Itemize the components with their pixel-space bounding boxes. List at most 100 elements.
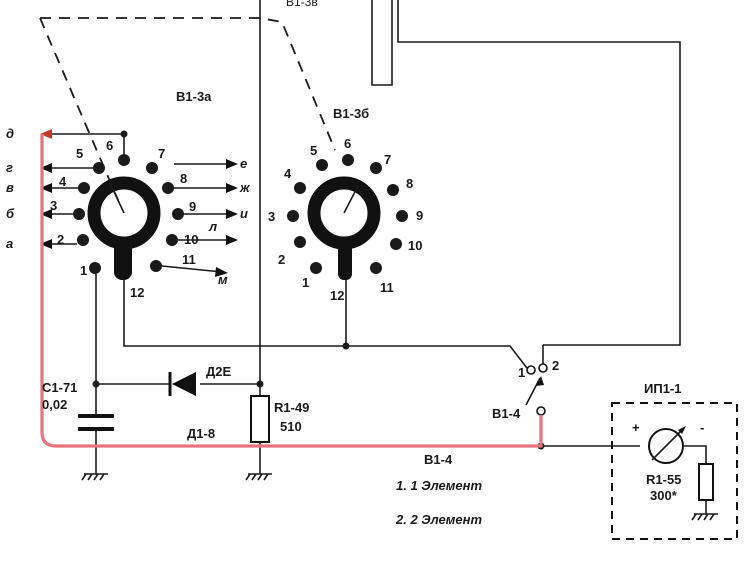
meter-dashed-border <box>611 402 738 540</box>
switch-a-pin-11: 11 <box>182 252 196 267</box>
switch-a-pin-3: 3 <box>50 198 57 213</box>
meter-needle <box>651 429 683 461</box>
switch-a-contacts <box>73 154 184 274</box>
switch-b14-common <box>536 406 546 416</box>
switch-b-contact-5 <box>316 159 328 171</box>
mechanical-linkage <box>39 17 336 201</box>
switch-a-label: B1-3a <box>176 89 212 104</box>
switch-b-pin-11: 11 <box>380 280 394 295</box>
output-label-m: м <box>218 272 228 287</box>
meter-resistor-name: R1-55 <box>646 472 681 487</box>
ground-meter <box>691 513 718 521</box>
switch-b-label: B1-3б <box>333 106 369 121</box>
switch-b-contact-10 <box>390 238 402 250</box>
switch-b-contact-1 <box>310 262 322 274</box>
arrow-out-a <box>40 239 52 249</box>
ground-res <box>245 473 272 481</box>
switch-b14-arrow <box>536 376 544 386</box>
arrow-out-b <box>40 209 52 219</box>
switch-a-pin-4: 4 <box>59 174 67 189</box>
output-label-b: б <box>6 206 15 221</box>
switch-b14-contact-2 <box>538 363 548 373</box>
output-label-l: л <box>208 219 217 234</box>
switch-b-pin-10: 10 <box>408 238 422 253</box>
note-1: 1. 1 Элемент <box>396 478 482 493</box>
switch-b-common-contact <box>338 238 352 280</box>
capacitor-name: C1-71 <box>42 380 77 395</box>
switch-b-contact-3 <box>287 210 299 222</box>
resistor-body <box>250 395 270 443</box>
note-2: 2. 2 Элемент <box>395 512 482 527</box>
switch-b-contact-6 <box>342 154 354 166</box>
meter-minus: - <box>700 420 704 435</box>
switch-b-contacts <box>287 154 408 274</box>
switch-a-pin-2: 2 <box>57 232 64 247</box>
right-output-arrows: е ж и л м <box>161 156 251 287</box>
diode-name: Д2Е <box>206 364 231 379</box>
arrow-out-e <box>226 159 238 169</box>
switch-b-pin-6: 6 <box>344 136 351 151</box>
switch-b-pin-8: 8 <box>406 176 413 191</box>
switch-a-contact-7 <box>146 162 158 174</box>
switch-a-pin-1: 1 <box>80 263 87 278</box>
capacitor-plate-top <box>78 414 114 418</box>
switch-b-pin-2: 2 <box>278 252 285 267</box>
switch-b1-3a: 1 2 3 4 5 6 7 8 9 10 11 12 B1-3a <box>50 89 212 300</box>
switch-b-pin-9: 9 <box>416 208 423 223</box>
switch-a-contact-10 <box>166 234 178 246</box>
top-label: B1-3в <box>286 0 318 9</box>
switch-a-contact-1 <box>89 262 101 274</box>
switch-b-pin-3: 3 <box>268 209 275 224</box>
switch-b-wiper <box>343 185 359 214</box>
switch-a-pin-6: 6 <box>106 138 113 153</box>
arrow-out-l <box>226 235 238 245</box>
output-label-zh: ж <box>239 180 251 195</box>
output-label-g: г <box>6 160 13 175</box>
switch-b-pin-4: 4 <box>284 166 292 181</box>
switch-b-pin-1: 1 <box>302 275 309 290</box>
switch-b-pin-5: 5 <box>310 143 317 158</box>
switch-b-contact-7 <box>370 162 382 174</box>
wire-meter-res <box>683 445 707 464</box>
highlighted-return-path <box>40 134 543 448</box>
switch-b1-3b: 1 2 3 4 5 6 7 8 9 10 11 12 B1-3б <box>268 106 423 303</box>
switch-a-contact-11 <box>150 260 162 272</box>
left-output-arrows: д г в б а <box>6 126 128 251</box>
capacitor-plate-bottom <box>78 427 114 431</box>
switch-b-pin-12: 12 <box>330 288 344 303</box>
switch-a-contact-8 <box>162 182 174 194</box>
switch-a-contact-5 <box>93 162 105 174</box>
switch-b14-lever <box>525 377 541 406</box>
meter-resistor-value: 300* <box>650 488 678 503</box>
switch-b-contact-2 <box>294 236 306 248</box>
ground-cap <box>81 473 108 481</box>
arrow-out-m <box>215 267 228 277</box>
output-label-v: в <box>6 180 14 195</box>
wire-out-m <box>161 265 223 273</box>
wire-b14-meter <box>540 415 640 447</box>
junction-out-d <box>120 130 128 138</box>
switch-b14-contact-1 <box>526 365 536 375</box>
switch-b14-name: B1-4 <box>492 406 521 421</box>
switch-a-pin-7: 7 <box>158 146 165 161</box>
switch-a-contact-2 <box>77 234 89 246</box>
diode-symbol <box>172 372 196 396</box>
wire-label-d18: Д1-8 <box>187 426 215 441</box>
arrow-out-zh <box>226 183 238 193</box>
switch-a-pin-5: 5 <box>76 146 83 161</box>
switch-a-contact-6 <box>118 154 130 166</box>
output-label-d: д <box>6 126 14 141</box>
switch-a-common-contact <box>114 240 132 280</box>
switch-b-contact-9 <box>396 210 408 222</box>
meter-box: ИП1-1 + - R1-55 300* <box>611 381 738 540</box>
switch-a-pin-9: 9 <box>189 199 196 214</box>
arrow-out-v <box>40 183 52 193</box>
junction-bus <box>342 342 350 350</box>
capacitor-value: 0,02 <box>42 397 67 412</box>
switch-a-pin-12: 12 <box>130 285 144 300</box>
switch-b14-pos1: 1 <box>518 365 525 380</box>
switch-a-wiper <box>109 182 125 214</box>
switch-a-contact-3 <box>73 208 85 220</box>
